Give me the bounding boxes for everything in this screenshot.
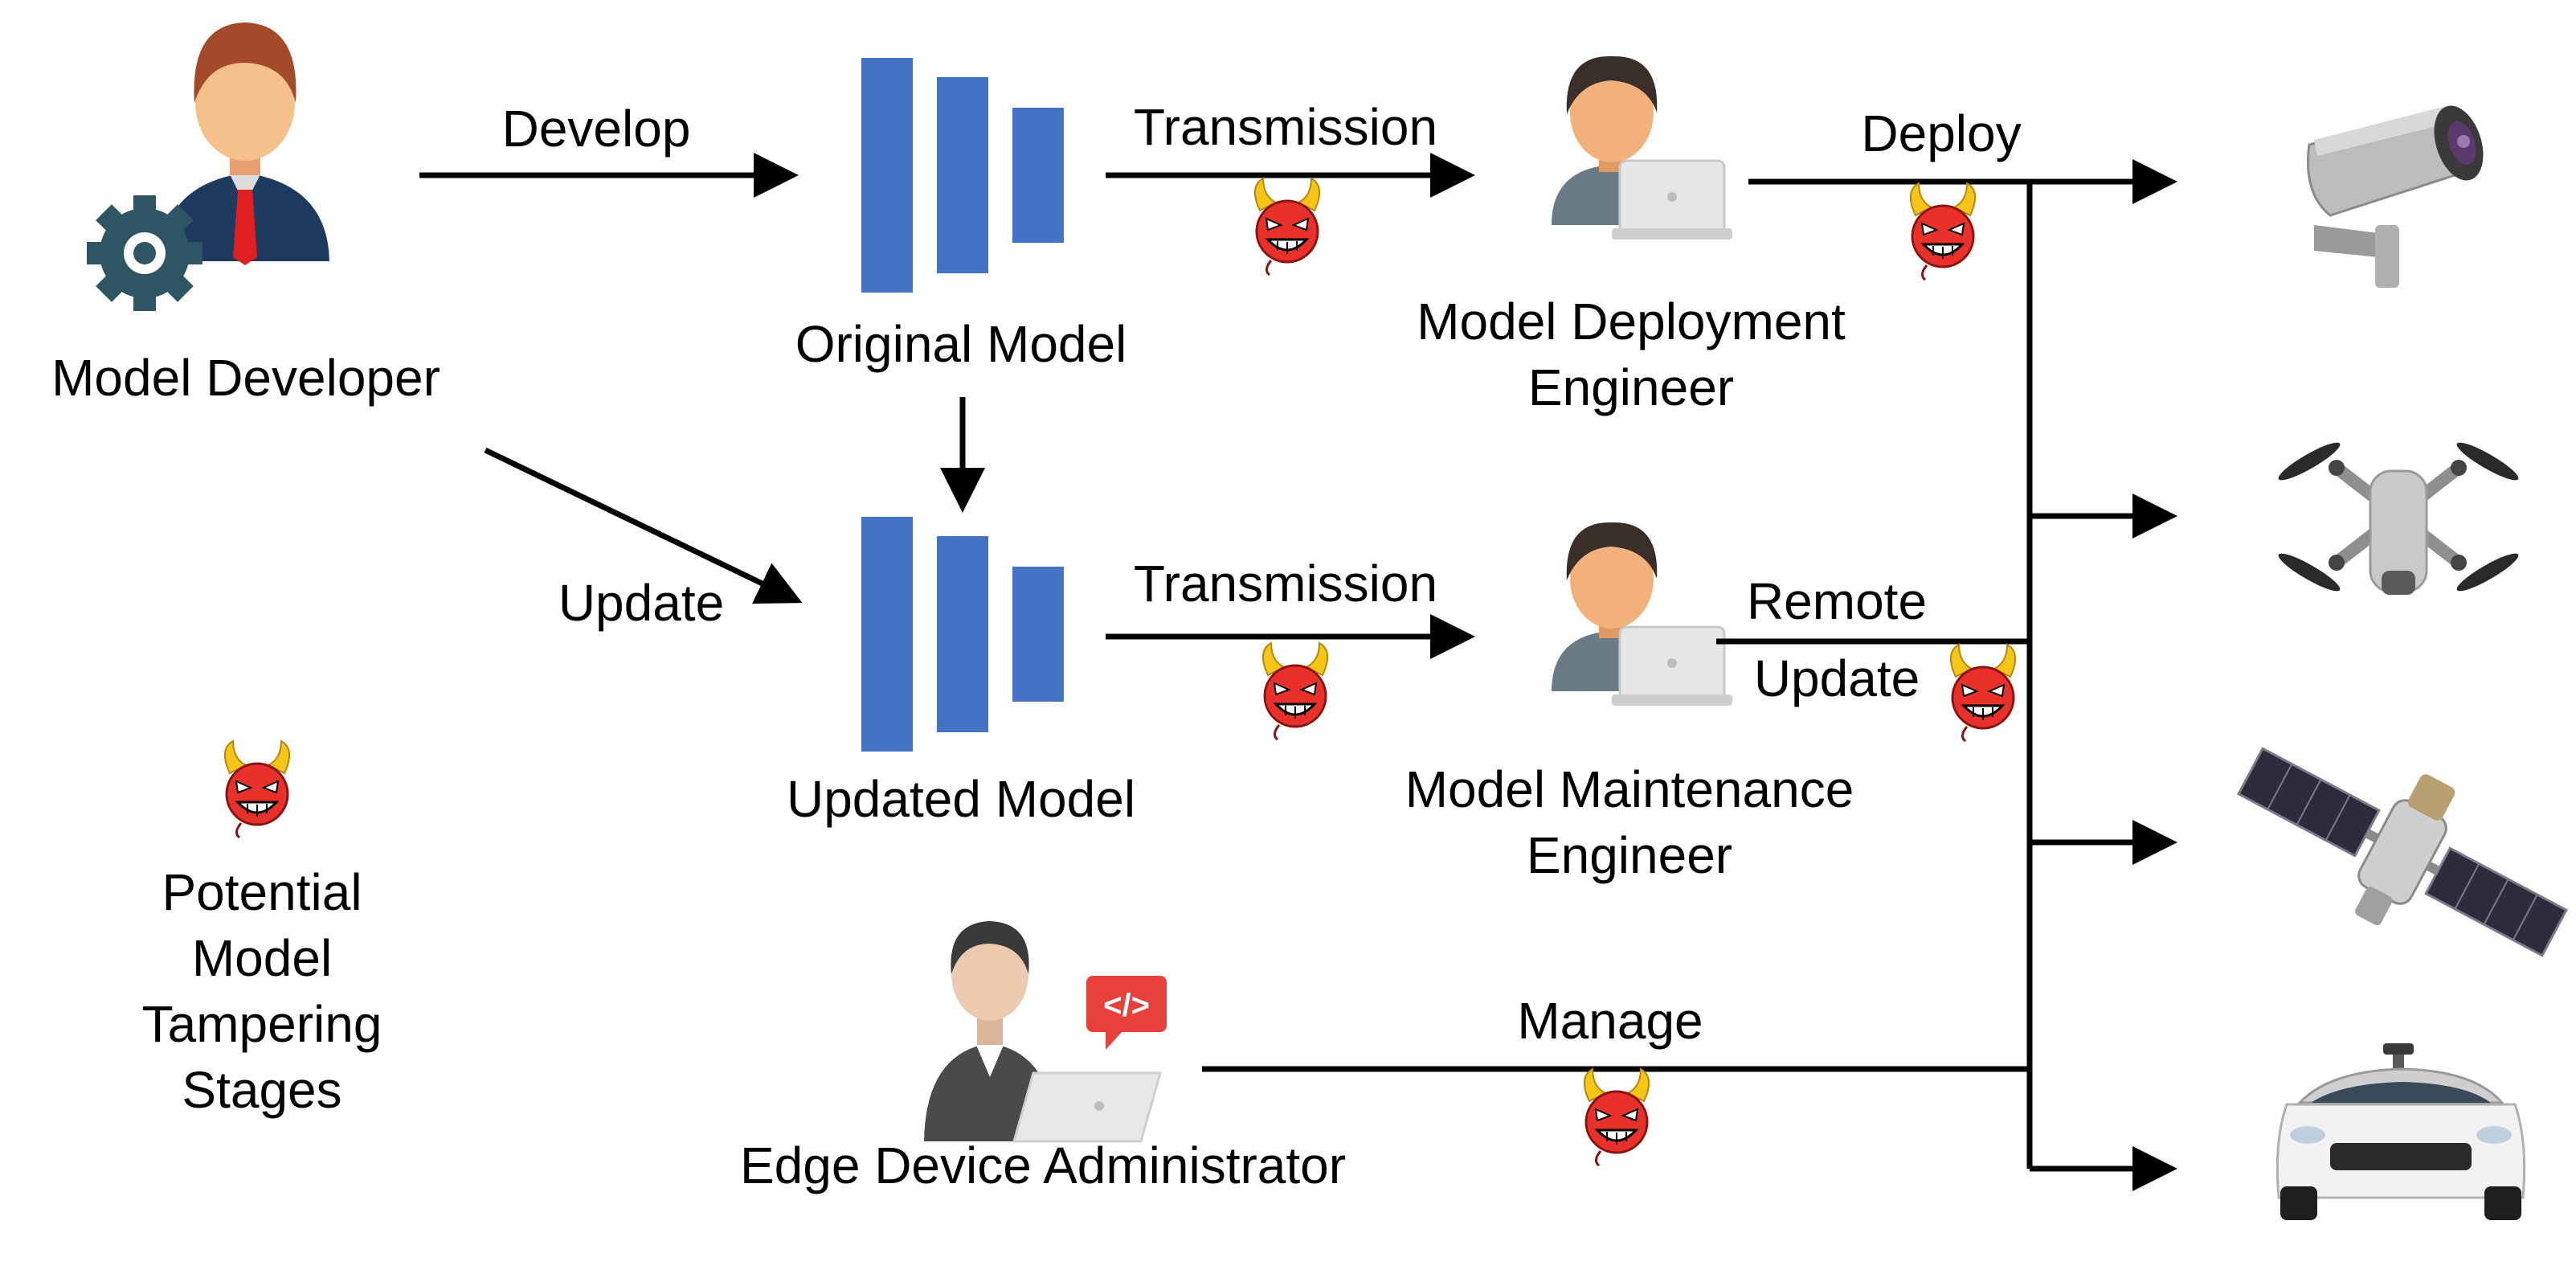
devil-icon xyxy=(1909,182,1977,281)
maintenance-engineer-label-line2: Engineer xyxy=(1527,826,1732,884)
develop-label: Develop xyxy=(502,100,691,158)
legend-devil-icon xyxy=(223,739,291,839)
deployment-engineer-icon xyxy=(1550,55,1734,241)
devil-icon xyxy=(1261,641,1329,741)
transmission-bottom-label: Transmission xyxy=(1134,555,1437,612)
deploy-label: Deploy xyxy=(1861,104,2021,162)
legend-line4: Stages xyxy=(182,1061,341,1119)
edge-admin-icon xyxy=(924,921,1162,1143)
legend-line1: Potential xyxy=(162,863,362,921)
code-badge-icon: </> xyxy=(1086,976,1167,1050)
maintenance-engineer-label-line1: Model Maintenance xyxy=(1405,760,1854,818)
camera-icon xyxy=(2306,105,2484,288)
transmission-top-label: Transmission xyxy=(1134,98,1437,156)
drone-icon xyxy=(2278,442,2519,595)
satellite-icon xyxy=(2236,747,2569,957)
maintenance-engineer-icon xyxy=(1550,521,1734,707)
devil-icon xyxy=(1583,1067,1650,1167)
autonomous-car-icon xyxy=(2275,1043,2526,1220)
gear-icon xyxy=(87,195,202,311)
edge-admin-label: Edge Device Administrator xyxy=(740,1137,1346,1194)
remote-label: Remote xyxy=(1747,572,1927,630)
model-developer-icon xyxy=(161,23,329,265)
devil-icon xyxy=(1949,643,2017,743)
original-model-icon xyxy=(861,58,1064,293)
update-arrow xyxy=(484,447,803,604)
legend-line2: Model xyxy=(192,929,332,987)
svg-text:</>: </> xyxy=(1103,988,1150,1023)
updated-model-icon xyxy=(861,517,1064,752)
legend-line3: Tampering xyxy=(142,995,382,1053)
manage-label: Manage xyxy=(1517,992,1703,1050)
remote-update-label: Update xyxy=(1754,649,1920,707)
update-label: Update xyxy=(558,574,724,632)
model-developer-label: Model Developer xyxy=(51,349,440,407)
deployment-engineer-label-line1: Model Deployment xyxy=(1417,293,1846,350)
updated-model-label: Updated Model xyxy=(787,770,1135,828)
devil-icon xyxy=(1253,177,1321,276)
original-model-label: Original Model xyxy=(795,315,1127,373)
deployment-engineer-label-line2: Engineer xyxy=(1528,358,1734,416)
